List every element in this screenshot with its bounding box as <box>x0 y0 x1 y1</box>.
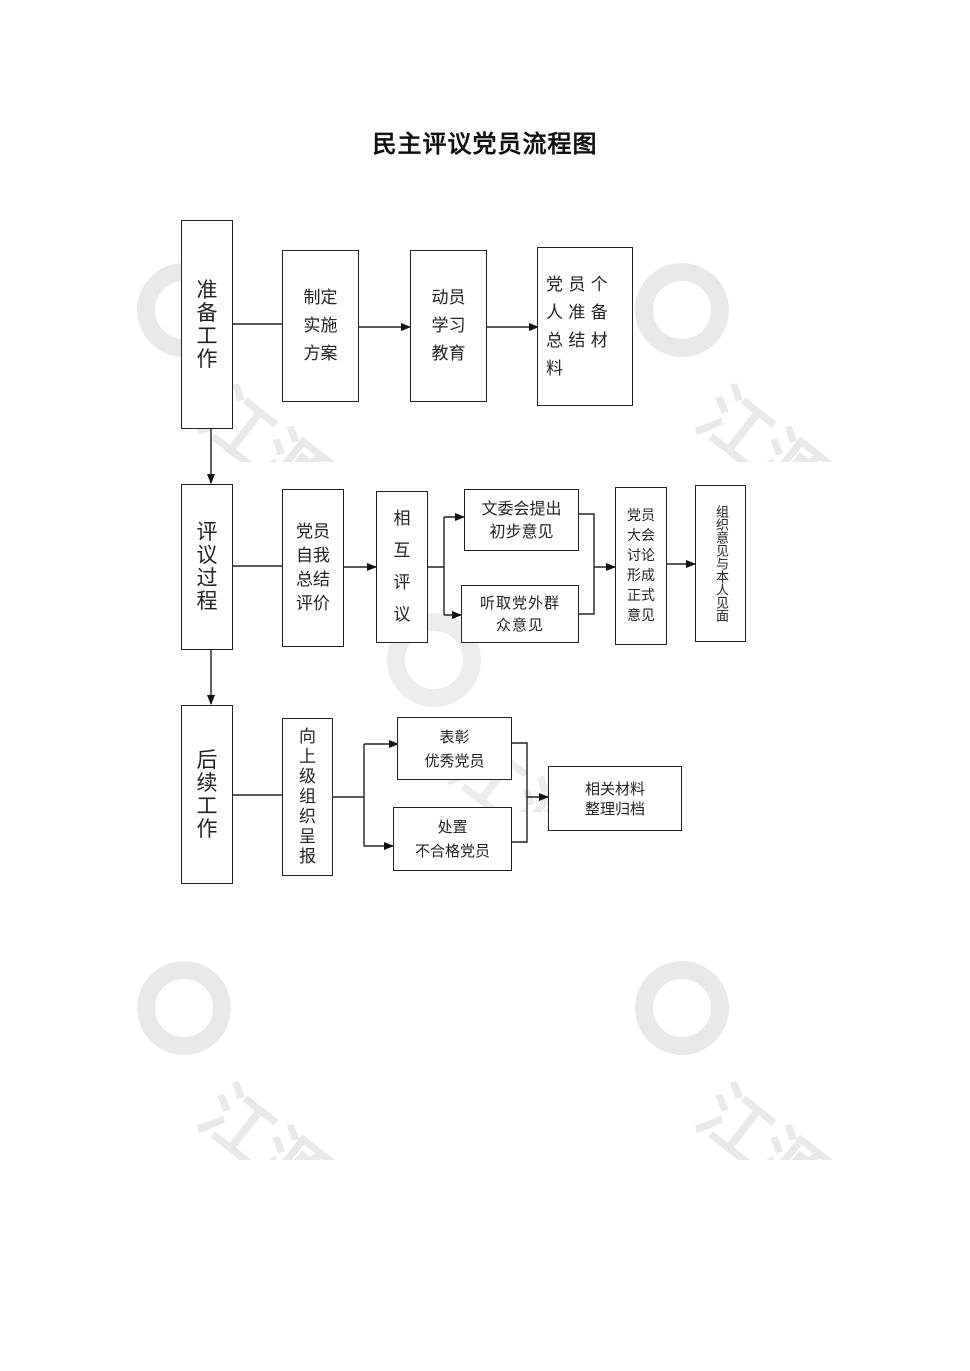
step-archive: 相关材料 整理归档 <box>548 766 682 831</box>
step-praise: 表彰 优秀党员 <box>397 717 512 780</box>
step-mobilize: 动员 学习 教育 <box>410 250 487 402</box>
step-org-opinion-label: 组织意见与本人见面 <box>713 505 728 622</box>
page-title: 民主评议党员流程图 <box>372 130 598 158</box>
step-plan: 制定 实施 方案 <box>282 250 359 402</box>
step-org-opinion: 组织意见与本人见面 <box>695 485 746 642</box>
merge-bracket-3 <box>511 742 528 843</box>
step-summary: 党 员 个 人 准 备 总 结 材 料 <box>537 247 633 406</box>
step-self-eval: 党员 自我 总结 评价 <box>282 489 344 647</box>
step-mutual: 相 互 评 议 <box>376 491 428 643</box>
step-public: 听取党外群 众意见 <box>461 585 579 643</box>
merge-bracket <box>578 513 595 615</box>
step-committee: 文委会提出 初步意见 <box>464 489 579 551</box>
step-report: 向 上 级 组 织 呈 报 <box>282 718 333 876</box>
stage-evaluate: 评 议 过 程 <box>181 484 233 650</box>
branch-up <box>428 517 445 568</box>
stage-follow: 后 续 工 作 <box>181 705 233 884</box>
stage-prepare: 准 备 工 作 <box>181 220 233 429</box>
step-handle: 处置 不合格党员 <box>393 807 512 871</box>
step-meeting: 党员 大会 讨论 形成 正式 意见 <box>615 487 667 645</box>
